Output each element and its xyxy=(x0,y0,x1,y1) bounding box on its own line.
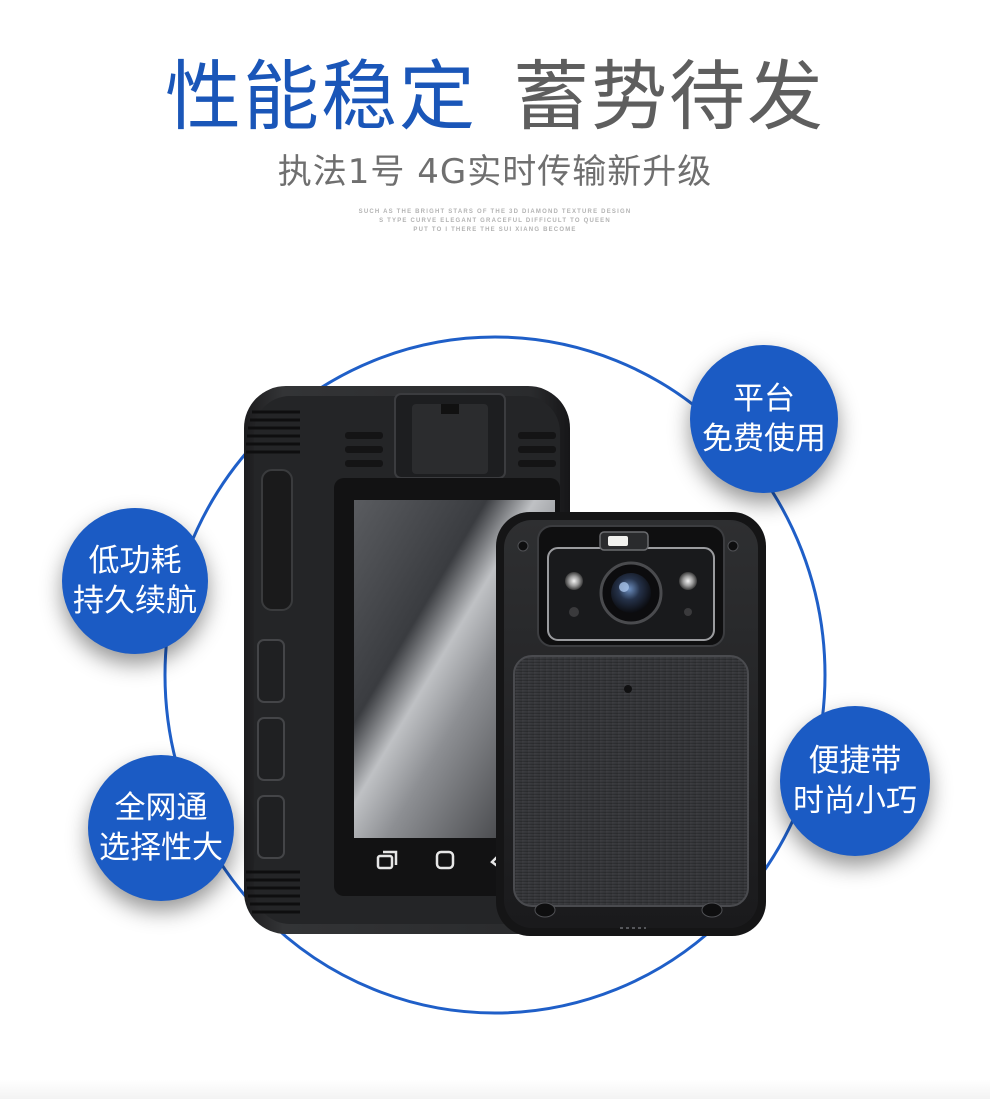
left-vents xyxy=(345,432,383,467)
feature-line-2: 免费使用 xyxy=(702,421,826,457)
feature-line-1: 平台 xyxy=(733,381,795,417)
right-vents xyxy=(518,432,556,467)
feature-low-power: 低功耗 持久续航 xyxy=(62,508,208,654)
side-button-1[interactable] xyxy=(257,639,285,703)
feature-line-1: 低功耗 xyxy=(88,543,182,579)
feature-portable: 便捷带 时尚小巧 xyxy=(780,706,930,856)
feature-free-platform: 平台 免费使用 xyxy=(690,345,838,493)
feature-line-2: 持久续航 xyxy=(73,583,197,619)
panel-mic xyxy=(624,685,632,693)
ir-led-left xyxy=(565,572,583,590)
tagline-line-3: PUT TO I THERE THE SUI XIANG BECOME xyxy=(413,227,577,233)
feature-full-network: 全网通 选择性大 xyxy=(88,755,234,901)
home-key[interactable] xyxy=(435,850,455,870)
recent-apps-key[interactable] xyxy=(376,850,398,870)
feature-line-2: 选择性大 xyxy=(99,830,223,866)
headline-part-2: 蓄势待发 xyxy=(513,52,825,141)
side-button-2[interactable] xyxy=(257,717,285,781)
tagline-line-2: S TYPE CURVE ELEGANT GRACEFUL DIFFICULT … xyxy=(379,218,611,224)
screw-bottom-right xyxy=(701,902,723,918)
side-button-3[interactable] xyxy=(257,795,285,859)
front-bodycam xyxy=(496,512,766,936)
subheadline: 执法1号 4G实时传输新升级 xyxy=(277,152,713,192)
feature-line-2: 时尚小巧 xyxy=(793,783,917,819)
grip-ridges-top xyxy=(246,410,300,454)
screw-top-right xyxy=(727,540,739,552)
feature-line-1: 全网通 xyxy=(114,790,208,826)
headline-part-1: 性能稳定 xyxy=(165,52,477,141)
ir-led-right xyxy=(679,572,697,590)
tagline-line-1: SUCH AS THE BRIGHT STARS OF THE 3D DIAMO… xyxy=(358,209,632,215)
bottom-fade xyxy=(0,1080,990,1099)
headline: 性能稳定蓄势待发 xyxy=(0,52,990,142)
tagline: SUCH AS THE BRIGHT STARS OF THE 3D DIAMO… xyxy=(0,208,990,235)
screw-top-left xyxy=(517,540,529,552)
light-sensor xyxy=(569,607,579,617)
usb-cover xyxy=(261,469,293,611)
feature-line-1: 便捷带 xyxy=(808,743,902,779)
circle-ring xyxy=(163,335,827,1015)
screw-bottom-left xyxy=(534,902,556,918)
mic-hole xyxy=(684,608,692,616)
lens xyxy=(611,573,651,613)
brushed-panel xyxy=(513,655,749,907)
grip-ridges-bottom xyxy=(246,870,300,914)
